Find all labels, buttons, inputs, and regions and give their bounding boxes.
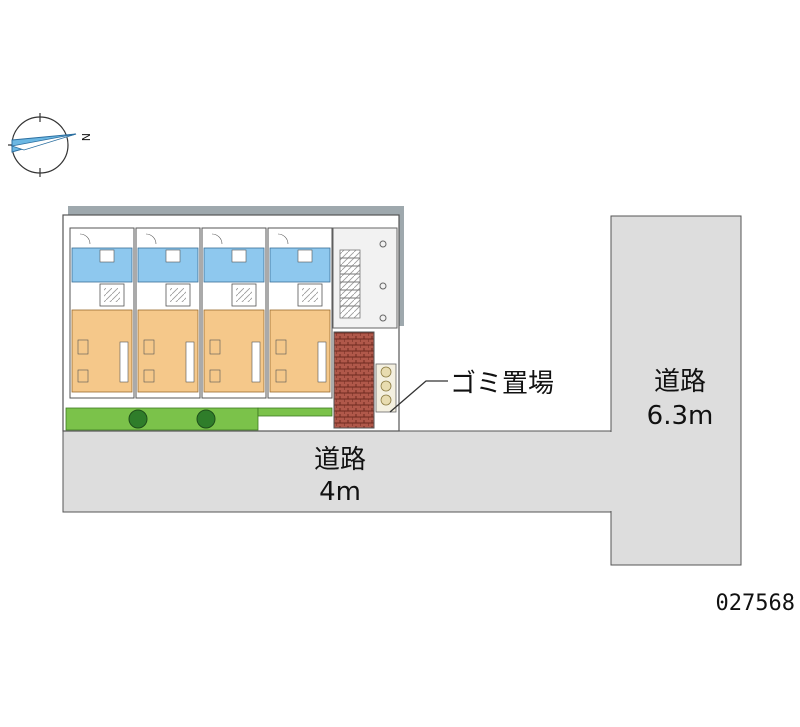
garbage-area [333,331,397,429]
stairwell [332,227,398,329]
garbage-callout: ゴミ置場 [389,369,554,413]
side-road-name: 道路 [654,367,706,397]
main-road-width: 4m [319,477,361,507]
garbage-label: ゴミ置場 [450,369,554,399]
apartment-unit-2 [135,227,201,399]
main-road-name: 道路 [314,445,366,475]
compass-north-label: N [79,133,92,141]
side-road-width: 6.3m [647,401,714,431]
apartment-unit-3 [201,227,267,399]
apartment-unit-1 [69,227,135,399]
property-code: 027568 [716,591,795,616]
compass-rose-icon: N [8,113,92,177]
side-road [610,215,742,566]
apartment-unit-4 [267,227,333,399]
planting-strip [65,407,333,431]
